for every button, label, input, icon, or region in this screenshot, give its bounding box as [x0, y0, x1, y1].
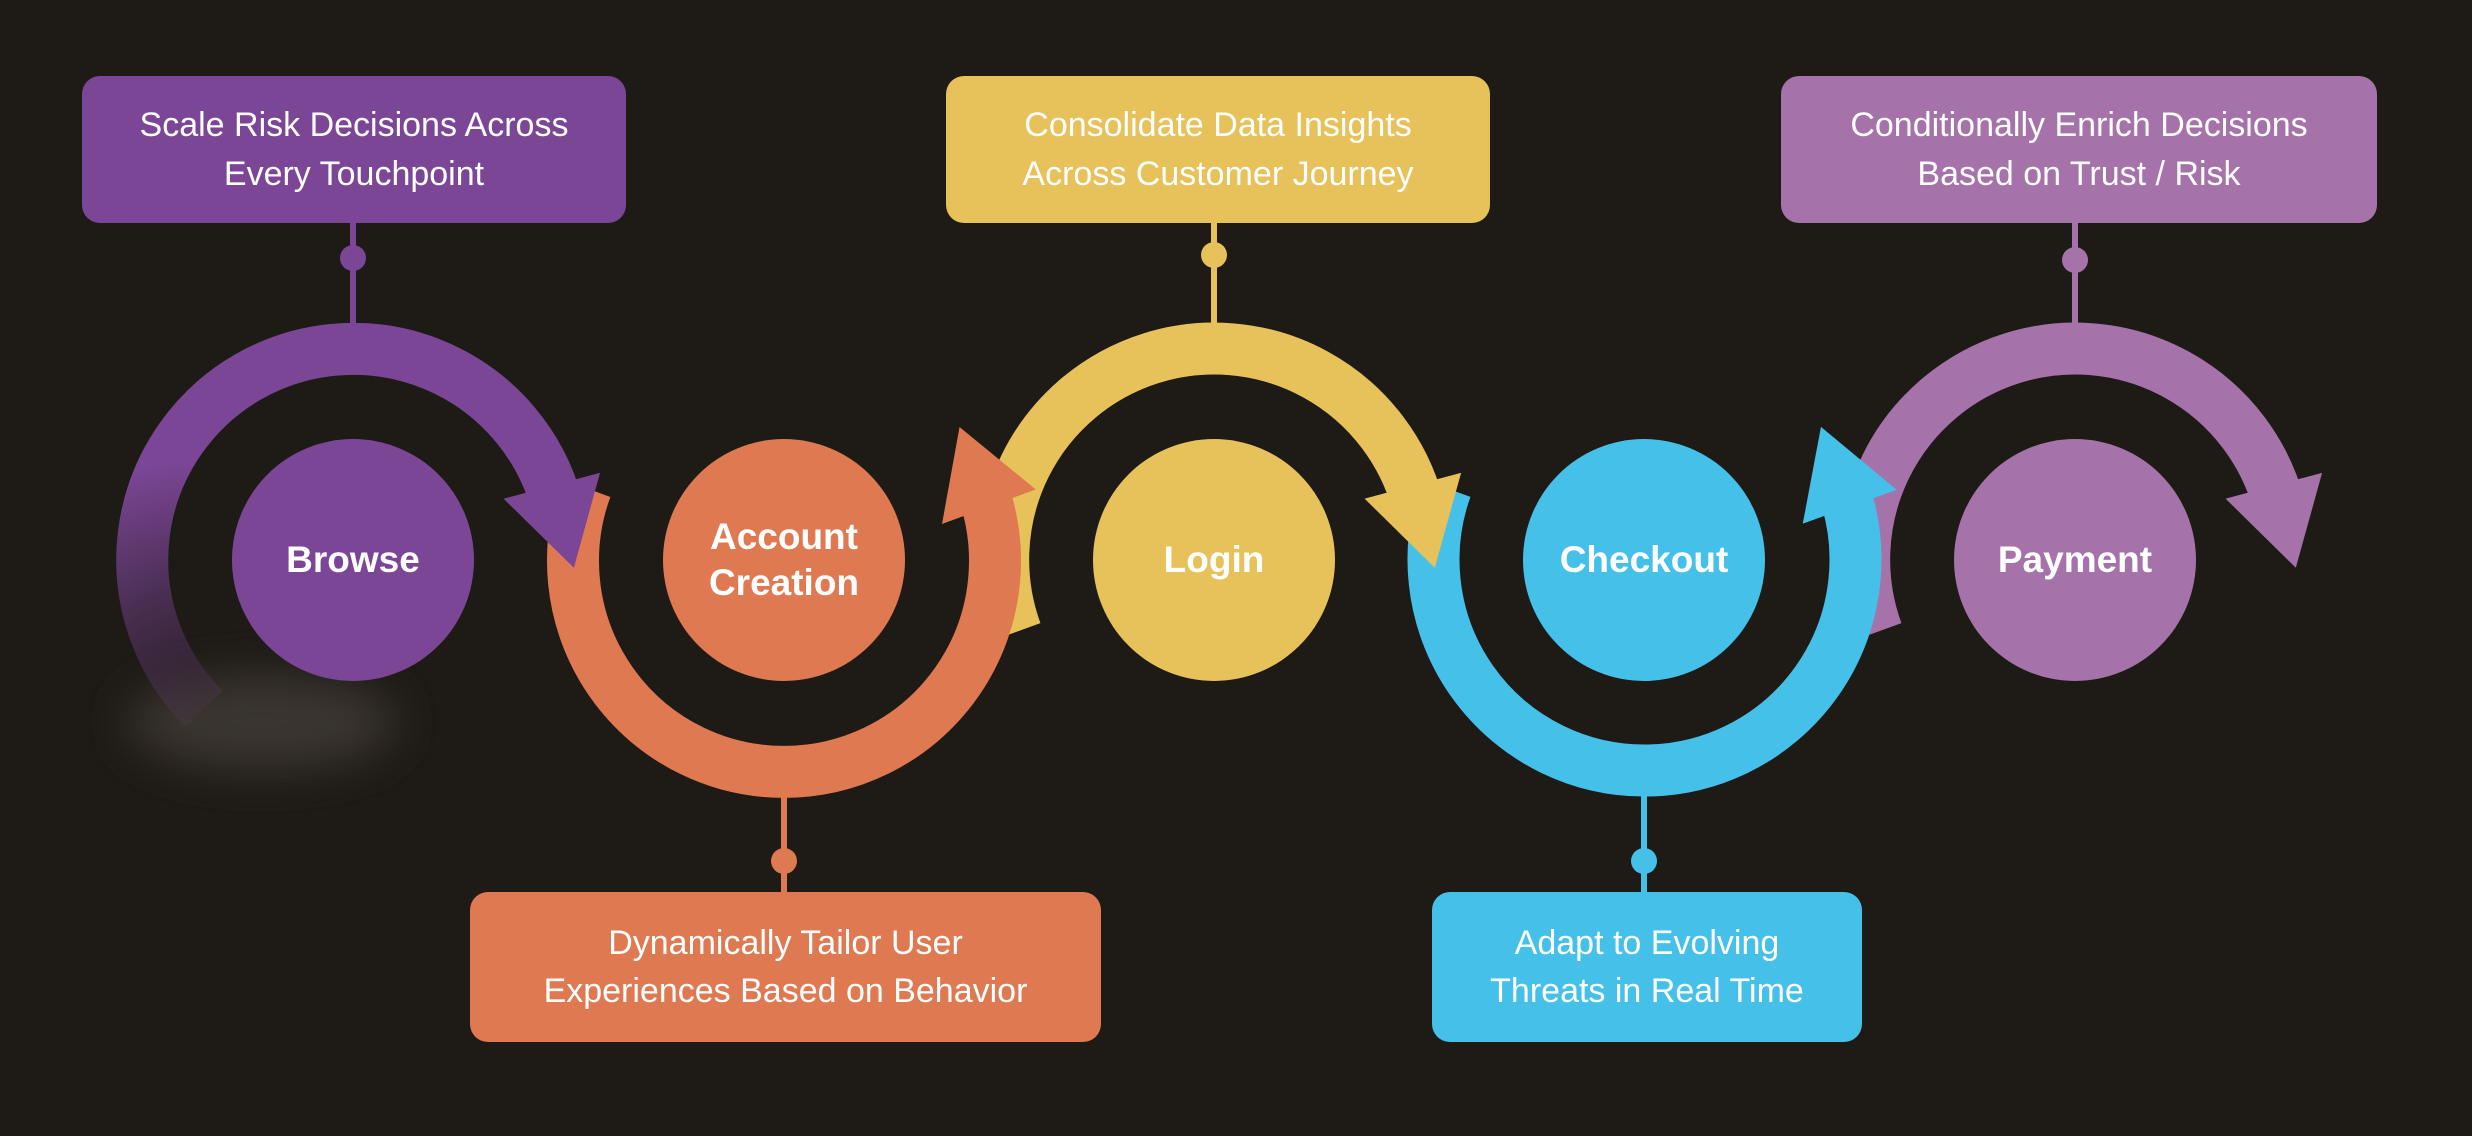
- stage-circle-login: Login: [1093, 439, 1335, 681]
- connector-dot-browse: [340, 245, 366, 271]
- callout-payment: Conditionally Enrich Decisions Based on …: [1781, 76, 2377, 223]
- connector-dot-login: [1201, 242, 1227, 268]
- stage-circle-payment: Payment: [1954, 439, 2196, 681]
- arc-account: [547, 426, 1036, 798]
- callout-payment-text: Conditionally Enrich Decisions Based on …: [1850, 106, 2308, 193]
- stage-label-account-creation: Account Creation: [708, 515, 860, 603]
- connector-dot-account: [771, 848, 797, 874]
- callout-browse-text: Scale Risk Decisions Across Every Touchp…: [139, 106, 569, 193]
- connector-dot-checkout: [1631, 848, 1657, 874]
- stage-circle-checkout: Checkout: [1523, 439, 1765, 681]
- arc-checkout: [1407, 426, 1897, 797]
- callout-login-text: Consolidate Data Insights Across Custome…: [1022, 106, 1414, 193]
- arc-browse: [116, 322, 601, 728]
- stage-circle-browse: Browse: [232, 439, 474, 681]
- stage-label-payment: Payment: [1997, 538, 2153, 580]
- connector-dot-payment: [2062, 247, 2088, 273]
- callout-login: Consolidate Data Insights Across Custome…: [946, 76, 1490, 223]
- callout-checkout-text: Adapt to Evolving Threats in Real Time: [1490, 923, 1804, 1010]
- callout-account-creation-text: Dynamically Tailor User Experiences Base…: [543, 923, 1028, 1010]
- stage-label-checkout: Checkout: [1559, 538, 1729, 580]
- callout-account-creation: Dynamically Tailor User Experiences Base…: [470, 892, 1101, 1042]
- callout-browse: Scale Risk Decisions Across Every Touchp…: [82, 76, 626, 223]
- stage-label-login: Login: [1163, 538, 1265, 580]
- stage-circle-account-creation: Account Creation: [663, 439, 905, 681]
- stage-label-browse: Browse: [286, 538, 420, 580]
- callout-checkout: Adapt to Evolving Threats in Real Time: [1432, 892, 1862, 1042]
